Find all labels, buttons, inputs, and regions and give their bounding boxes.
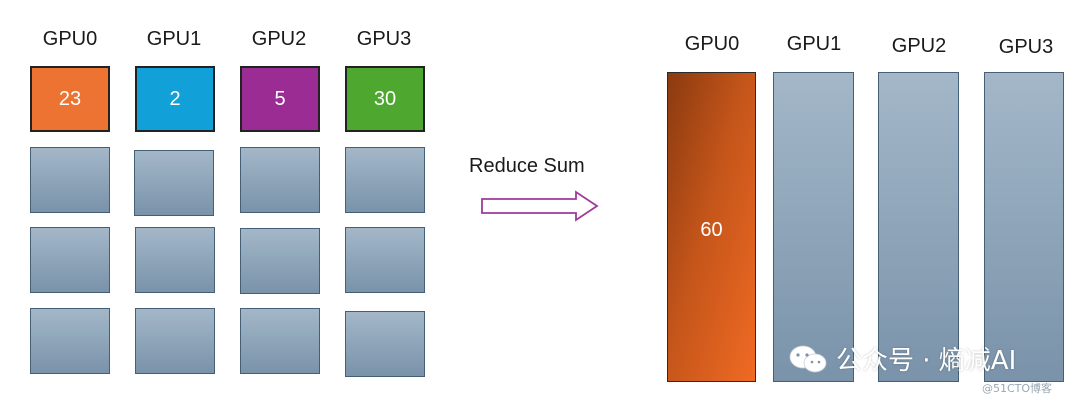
gpu3-empty-cell: [345, 311, 425, 377]
right-gpu0-header: GPU0: [684, 33, 740, 55]
watermark: 公众号 · 熵减AI: [788, 340, 1016, 377]
left-gpu1-header: GPU1: [146, 28, 202, 50]
result-value: 60: [700, 219, 723, 241]
gpu3-value-cell: 30: [345, 66, 425, 132]
right-arrow-icon: [481, 190, 599, 222]
left-gpu2-header: GPU2: [251, 28, 307, 50]
gpu1-empty-cell: [135, 227, 215, 293]
gpu3-empty-cell: [345, 227, 425, 293]
gpu1-empty-cell: [135, 308, 215, 374]
right-gpu2-header: GPU2: [891, 35, 947, 57]
right-gpu3-header: GPU3: [998, 36, 1054, 58]
gpu3-column: [984, 72, 1064, 382]
left-gpu0-header: GPU0: [42, 28, 98, 50]
right-gpu1-header: GPU1: [786, 33, 842, 55]
gpu2-value-cell: 5: [240, 66, 320, 132]
gpu1-value-cell: 2: [135, 66, 215, 132]
gpu2-empty-cell: [240, 228, 320, 294]
copyright-text: @51CTO博客: [982, 382, 1053, 395]
watermark-text: 公众号 · 熵减AI: [836, 346, 1017, 376]
gpu0-empty-cell: [30, 147, 110, 213]
wechat-icon: [789, 345, 827, 372]
gpu0-empty-cell: [30, 308, 110, 374]
gpu0-empty-cell: [30, 227, 110, 293]
gpu2-empty-cell: [240, 308, 320, 374]
gpu1-column: [773, 72, 854, 382]
gpu3-empty-cell: [345, 147, 425, 213]
left-gpu3-header: GPU3: [356, 28, 412, 50]
gpu2-empty-cell: [240, 147, 320, 213]
gpu0-value-cell: 23: [30, 66, 110, 132]
operation-label: Reduce Sum: [469, 155, 585, 177]
gpu0-result-column: 60: [667, 72, 756, 382]
gpu1-empty-cell: [134, 150, 214, 216]
gpu2-column: [878, 72, 959, 382]
